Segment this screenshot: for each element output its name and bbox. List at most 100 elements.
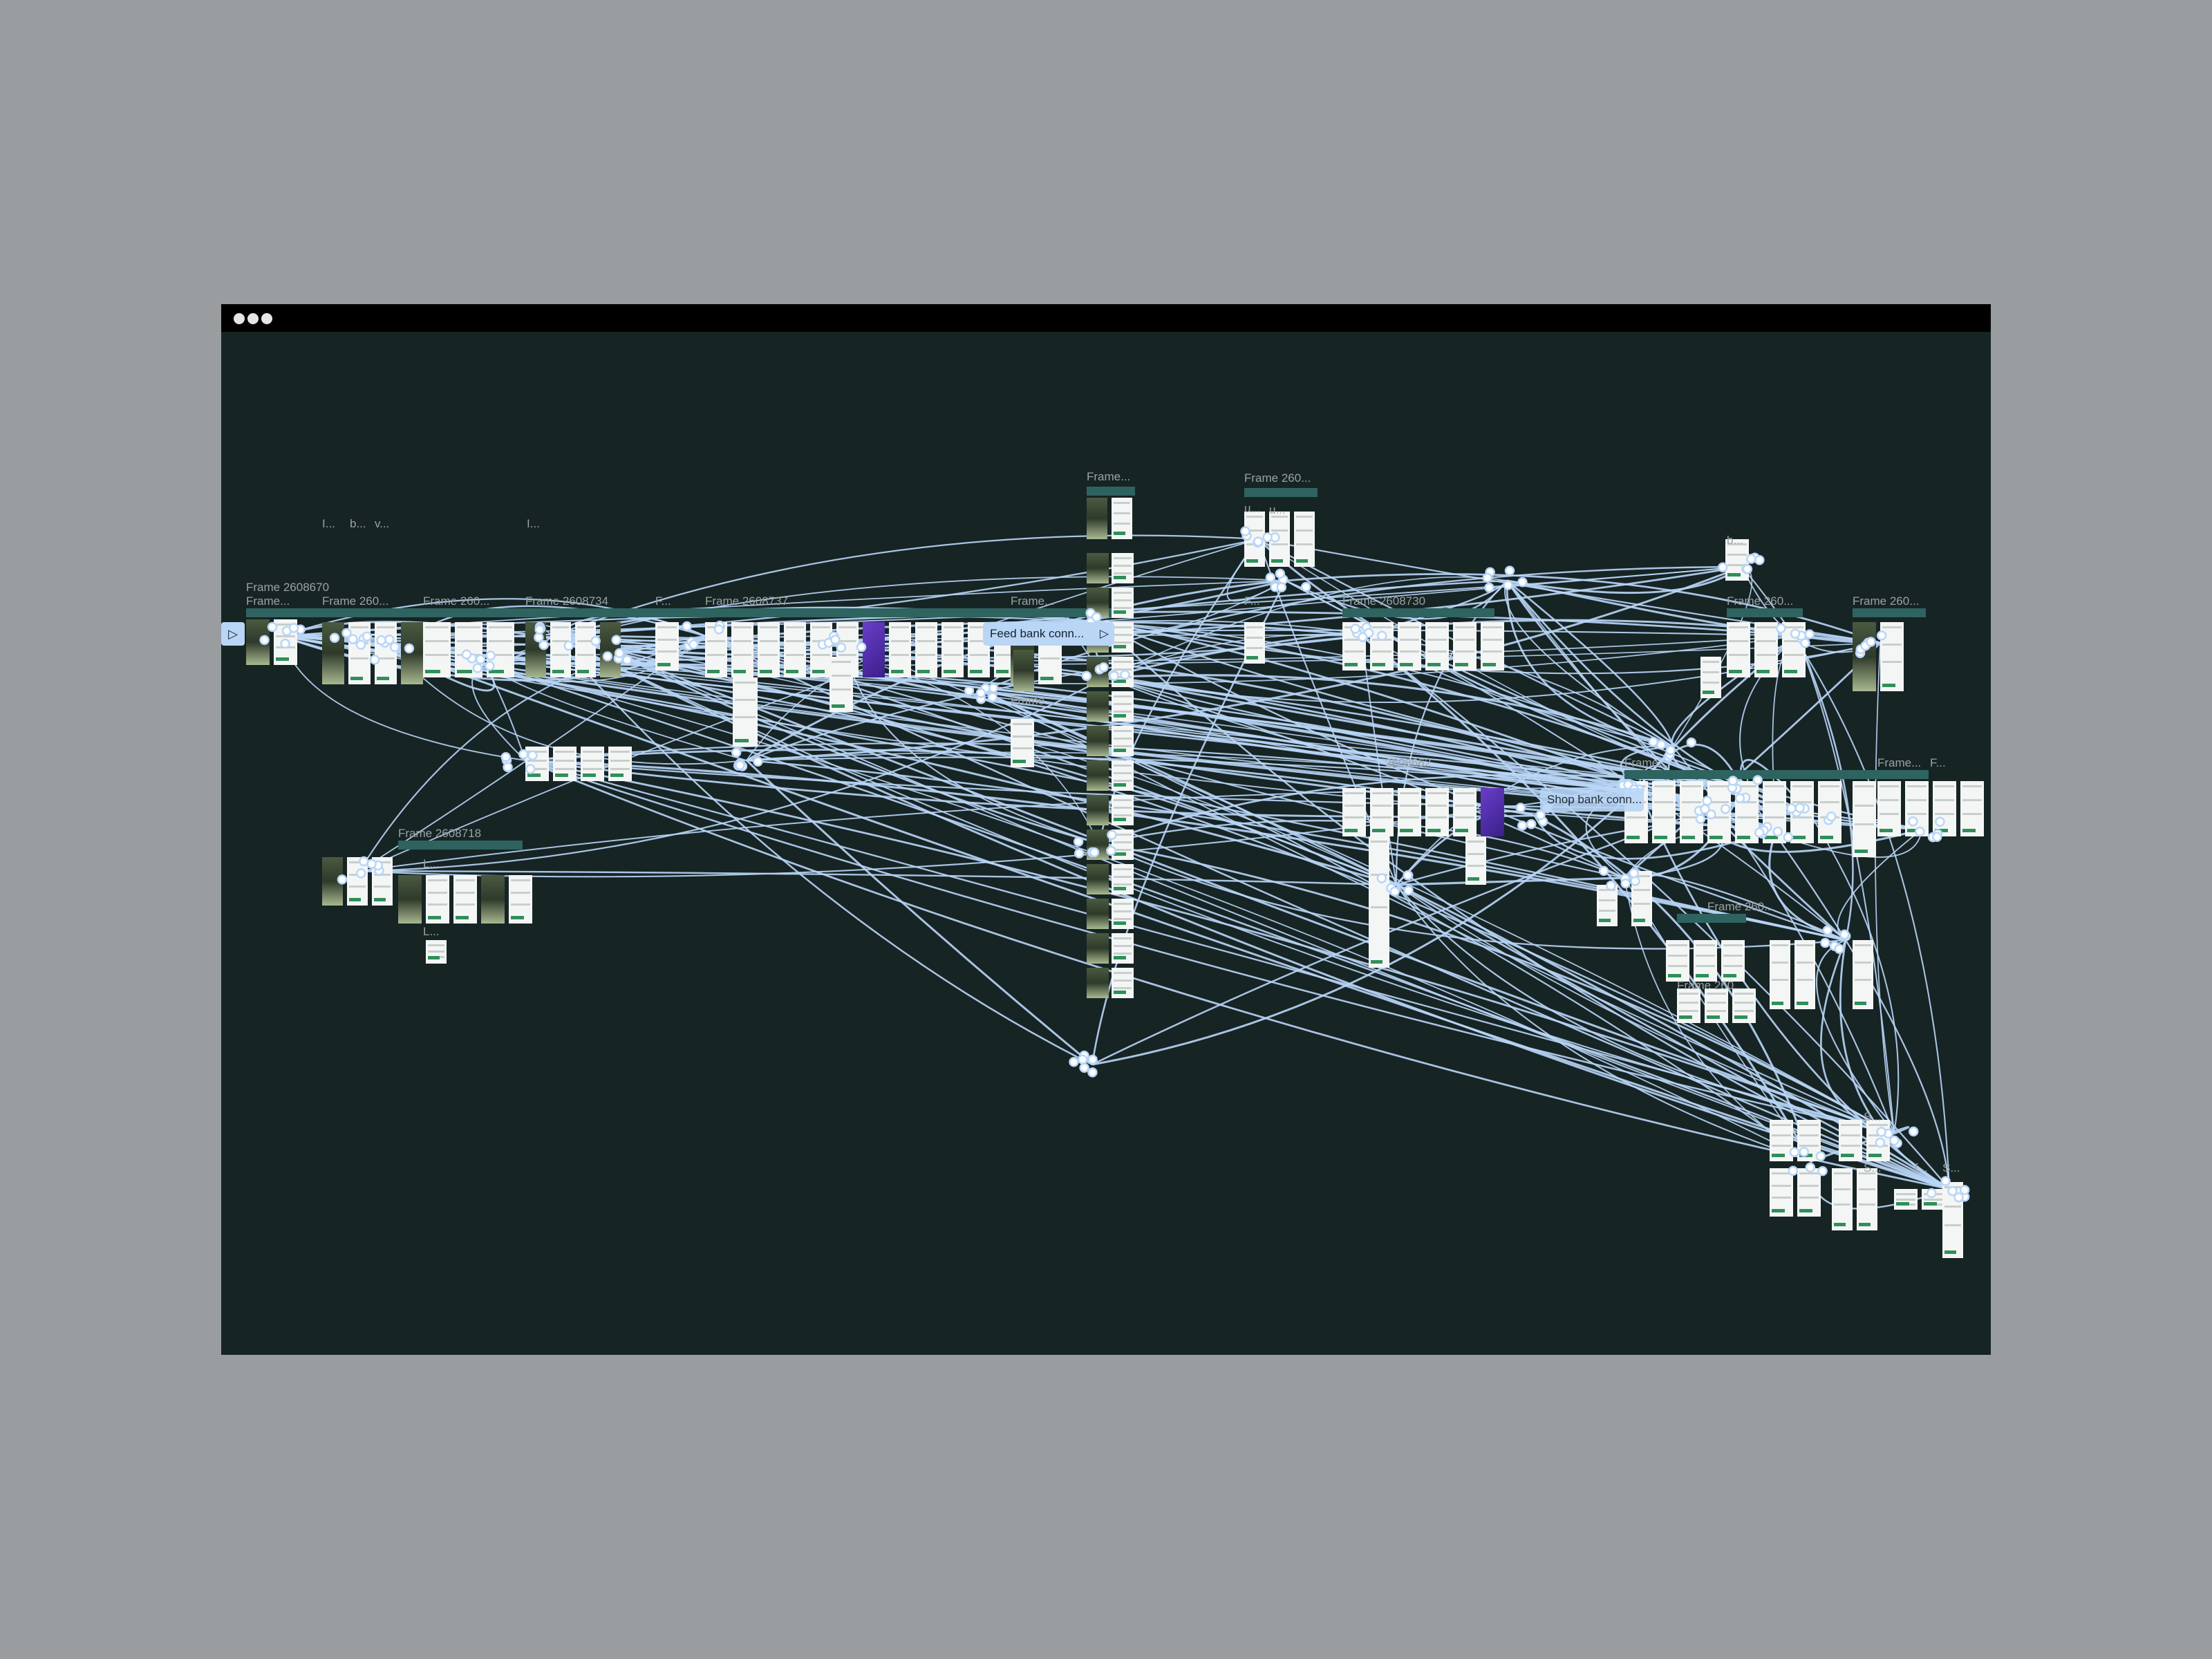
frame-label[interactable]: Frame... <box>246 594 290 608</box>
screen-frame[interactable] <box>581 747 604 781</box>
screen-frame[interactable] <box>830 657 853 712</box>
screen-frame[interactable] <box>1425 622 1449 671</box>
screen-frame[interactable] <box>1370 622 1394 671</box>
screen-frame[interactable] <box>608 747 632 781</box>
frame-label[interactable]: Frame... <box>1011 594 1055 608</box>
screen-frame[interactable] <box>1707 781 1731 843</box>
screen-frame[interactable] <box>1087 657 1109 687</box>
screen-frame[interactable] <box>1370 788 1394 836</box>
screen-frame[interactable] <box>1087 588 1109 618</box>
screen-frame[interactable] <box>375 622 397 684</box>
screen-frame[interactable] <box>372 857 393 906</box>
screen-frame[interactable] <box>1839 1120 1862 1161</box>
frame-label[interactable]: Frame... <box>1877 756 1922 769</box>
screen-frame[interactable] <box>1721 940 1745 982</box>
screen-frame[interactable] <box>1652 781 1676 843</box>
screen-frame[interactable] <box>1112 899 1134 929</box>
section-header-bar[interactable] <box>1727 608 1803 617</box>
screen-frame[interactable] <box>487 622 514 677</box>
screen-frame[interactable] <box>509 875 532 924</box>
frame-label[interactable]: Frame... <box>1087 470 1131 483</box>
frame-label[interactable]: u... <box>1244 502 1261 515</box>
screen-frame[interactable] <box>401 622 423 684</box>
screen-frame[interactable] <box>481 875 505 924</box>
screen-frame[interactable] <box>1398 622 1421 671</box>
screen-frame[interactable] <box>1087 726 1109 756</box>
screen-frame[interactable] <box>1700 657 1721 698</box>
screen-frame[interactable] <box>1922 1189 1945 1210</box>
screen-frame[interactable] <box>731 622 753 677</box>
screen-frame[interactable] <box>426 875 449 924</box>
frame-label[interactable]: Frame 2608734 <box>525 594 609 608</box>
screen-frame[interactable] <box>1425 788 1449 836</box>
frame-label[interactable]: Frame 260... <box>1727 594 1794 608</box>
frame-label[interactable]: f... <box>1915 1161 1928 1174</box>
screen-frame[interactable] <box>1112 657 1134 687</box>
frame-label[interactable]: Frame 260... <box>1853 594 1920 608</box>
frame-label[interactable]: Frame 2608670 <box>246 581 330 594</box>
screen-frame[interactable] <box>1112 795 1134 825</box>
screen-frame[interactable] <box>1732 988 1756 1023</box>
frame-label[interactable]: Frame 2608737 <box>705 594 789 608</box>
screen-frame[interactable] <box>1853 940 1873 1009</box>
screen-frame[interactable] <box>1087 968 1109 998</box>
flow-start-play-icon[interactable]: ▷ <box>221 622 245 646</box>
screen-frame[interactable] <box>1763 781 1786 843</box>
screen-frame[interactable] <box>1797 1120 1821 1161</box>
screen-frame[interactable] <box>1294 512 1315 567</box>
frame-label[interactable]: u... <box>1269 503 1286 516</box>
screen-frame[interactable] <box>423 622 451 677</box>
screen-frame[interactable] <box>1087 933 1109 964</box>
flow-start-feed-bank-button[interactable]: Feed bank conn... ▷ <box>983 622 1114 646</box>
section-header-bar[interactable] <box>1624 770 1929 779</box>
screen-frame[interactable] <box>426 940 447 964</box>
frame-label[interactable]: b... <box>1727 534 1743 547</box>
screen-frame[interactable] <box>1782 622 1806 677</box>
screen-frame[interactable] <box>1933 781 1956 836</box>
screen-frame[interactable] <box>1087 760 1109 791</box>
screen-frame[interactable] <box>915 622 937 677</box>
screen-frame[interactable] <box>1112 588 1134 618</box>
screen-frame[interactable] <box>1894 1189 1918 1210</box>
frame-label[interactable]: L... <box>423 857 440 870</box>
screen-frame[interactable] <box>1770 1120 1793 1161</box>
screen-frame[interactable] <box>1857 1168 1877 1230</box>
prototype-canvas[interactable]: Frame 2608670 Frame... Frame 260... Fram… <box>221 332 1991 1355</box>
screen-frame[interactable] <box>1112 968 1134 998</box>
frame-label[interactable]: Frame 260... <box>1707 900 1774 913</box>
frame-label[interactable]: S... <box>1864 1110 1882 1123</box>
screen-frame[interactable] <box>575 622 596 677</box>
screen-frame[interactable] <box>453 875 477 924</box>
screen-frame[interactable] <box>1087 899 1109 929</box>
window-maximize-button[interactable] <box>261 313 272 324</box>
screen-frame[interactable] <box>1790 781 1814 843</box>
screen-frame[interactable] <box>1087 830 1109 860</box>
screen-frame[interactable] <box>553 747 577 781</box>
screen-frame[interactable] <box>1269 512 1290 567</box>
frame-label[interactable]: S... <box>1864 1161 1882 1174</box>
screen-frame[interactable] <box>1770 940 1790 1009</box>
screen-frame[interactable] <box>1481 622 1504 671</box>
screen-frame[interactable] <box>550 622 571 677</box>
screen-frame[interactable] <box>1794 940 1815 1009</box>
screen-frame[interactable] <box>322 622 344 684</box>
frame-label[interactable]: Frame 260... <box>423 594 490 608</box>
screen-frame[interactable] <box>1832 1168 1853 1230</box>
frame-label[interactable]: I... <box>527 517 540 530</box>
screen-frame[interactable] <box>1677 988 1700 1023</box>
screen-frame[interactable] <box>1666 940 1689 982</box>
section-header-bar[interactable] <box>1342 608 1494 617</box>
frame-label[interactable]: L... <box>423 925 440 938</box>
screen-frame[interactable] <box>1342 622 1366 671</box>
screen-frame[interactable] <box>758 622 780 677</box>
frame-label[interactable]: 2608662 <box>1385 756 1432 769</box>
screen-frame[interactable] <box>1087 553 1109 583</box>
screen-frame[interactable] <box>1905 781 1929 836</box>
screen-frame[interactable] <box>1087 691 1109 722</box>
screen-frame[interactable] <box>1960 781 1984 836</box>
screen-frame[interactable] <box>1942 1182 1963 1258</box>
frame-label[interactable]: F... <box>655 594 671 608</box>
screen-frame[interactable] <box>810 622 832 677</box>
screen-frame[interactable] <box>246 619 270 665</box>
frame-label[interactable]: I... <box>322 517 335 530</box>
